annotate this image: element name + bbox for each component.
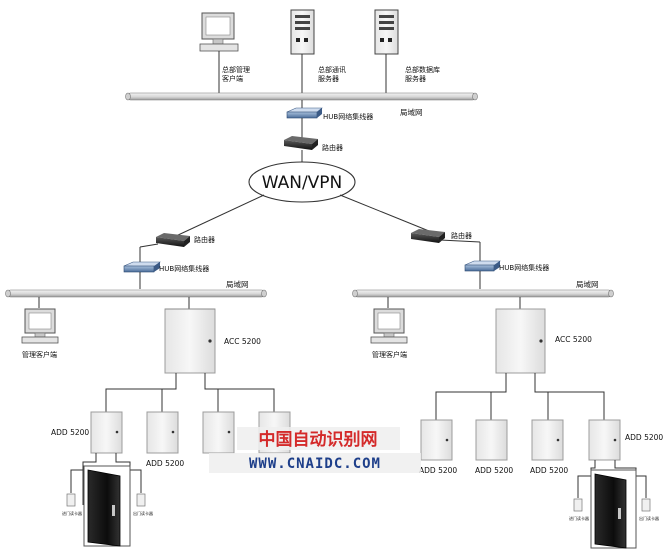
- right-reader-in-wire: [577, 475, 591, 498]
- left-acc-to-add-4-line: [218, 388, 275, 412]
- right-reader-out-label: 出门读卡器: [639, 515, 659, 521]
- hq-client-computer-icon: [199, 12, 239, 52]
- wan-vpn-label: WAN/VPN: [262, 173, 343, 193]
- right-hub-icon: [464, 260, 501, 272]
- left-add-2-label: ADD 5200: [146, 459, 184, 468]
- hq-router-label: 路由器: [322, 143, 343, 152]
- watermark-top-text: 中国自动识别网: [259, 429, 378, 450]
- right-acc-to-add-1-line: [435, 373, 507, 420]
- hq-lan-label: 局域网: [400, 107, 423, 117]
- wan-vpn-cloud: [248, 161, 356, 203]
- right-add-4-box: [588, 419, 621, 461]
- left-add-main-box: [90, 411, 123, 454]
- hq-db-server-icon: [374, 9, 399, 55]
- right-acc-to-add-3-line: [534, 373, 549, 420]
- left-acc-label: ACC 5200: [224, 337, 261, 346]
- right-hub-label: HUB网络集线器: [499, 263, 549, 272]
- watermark-bottom-text: WWW.CNAIDC.COM: [249, 456, 381, 472]
- right-reader-out-wire: [636, 475, 647, 498]
- right-acc-to-add-4-line: [548, 391, 605, 420]
- right-add-1-label: ADD 5200: [419, 466, 457, 475]
- right-acc-to-add-2-line: [490, 391, 506, 420]
- left-lan-label: 局域网: [226, 279, 249, 289]
- left-card-reader-out-icon: [136, 493, 146, 507]
- hq-db-server-label-line1: 总部数据库: [405, 65, 440, 74]
- right-add-4-label: ADD 5200: [625, 433, 663, 442]
- left-reader-out-label: 出门读卡器: [133, 510, 153, 516]
- right-acc-label: ACC 5200: [555, 335, 592, 344]
- left-acc-to-add-2-line: [161, 388, 176, 412]
- left-acc-controller-box: [164, 308, 216, 374]
- hq-comm-server-icon: [290, 9, 315, 55]
- left-card-reader-in-icon: [66, 493, 76, 507]
- right-lan-bus: [352, 289, 614, 298]
- right-router-label: 路由器: [451, 231, 472, 240]
- left-lan-bus: [5, 289, 267, 298]
- right-add-3-label: ADD 5200: [530, 466, 568, 475]
- cloud-to-left-router-line: [175, 194, 265, 237]
- left-door-icon: [83, 465, 131, 547]
- hq-client-label-line2: 客户端: [222, 74, 243, 83]
- right-card-reader-out-icon: [641, 498, 651, 512]
- hq-router-icon: [284, 136, 318, 150]
- right-router-icon: [411, 229, 445, 243]
- left-client-computer-icon: [21, 308, 59, 344]
- right-door-icon: [590, 469, 637, 549]
- hq-hub-label: HUB网络集线器: [323, 112, 373, 121]
- left-add-3-box: [202, 411, 235, 454]
- hq-lan-bus: [125, 92, 478, 101]
- right-client-label: 管理客户端: [372, 350, 407, 359]
- hq-client-label-line1: 总部管理: [222, 65, 250, 74]
- left-reader-in-wire: [70, 469, 83, 493]
- left-add-main-label: ADD 5200: [51, 428, 89, 437]
- left-router-label: 路由器: [194, 235, 215, 244]
- left-router-to-hub-line-b: [139, 243, 159, 248]
- right-add-1-box: [420, 419, 453, 461]
- hq-comm-server-label-line1: 总部通讯: [318, 65, 346, 74]
- left-acc-to-add-main-line: [105, 373, 177, 412]
- left-hub-icon: [123, 261, 161, 273]
- right-acc-controller-box: [495, 308, 546, 374]
- right-card-reader-in-icon: [573, 498, 583, 512]
- watermark: 中国自动识别网 WWW.CNAIDC.COM: [209, 427, 421, 473]
- right-add-2-box: [475, 419, 508, 461]
- right-add-2-label: ADD 5200: [475, 466, 513, 475]
- hq-hub-icon: [286, 107, 323, 119]
- left-hub-label: HUB网络集线器: [159, 264, 209, 273]
- cloud-to-right-router-line: [339, 194, 430, 232]
- left-router-icon: [156, 233, 190, 247]
- right-lan-label: 局域网: [576, 279, 599, 289]
- right-add-3-box: [531, 419, 564, 461]
- left-client-label: 管理客户端: [22, 350, 57, 359]
- left-acc-to-add-3-line: [204, 373, 219, 412]
- hq-db-server-label-line2: 服务器: [405, 74, 426, 83]
- left-reader-out-wire: [130, 469, 142, 493]
- right-router-to-hub-line-b: [439, 239, 481, 243]
- left-reader-in-label: 进门读卡器: [62, 510, 82, 516]
- left-add-2-box: [146, 411, 179, 454]
- right-client-computer-icon: [370, 308, 408, 344]
- right-reader-in-label: 进门读卡器: [569, 515, 589, 521]
- hq-comm-server-label-line2: 服务器: [318, 74, 339, 83]
- left-door-wiring-line: [82, 453, 97, 505]
